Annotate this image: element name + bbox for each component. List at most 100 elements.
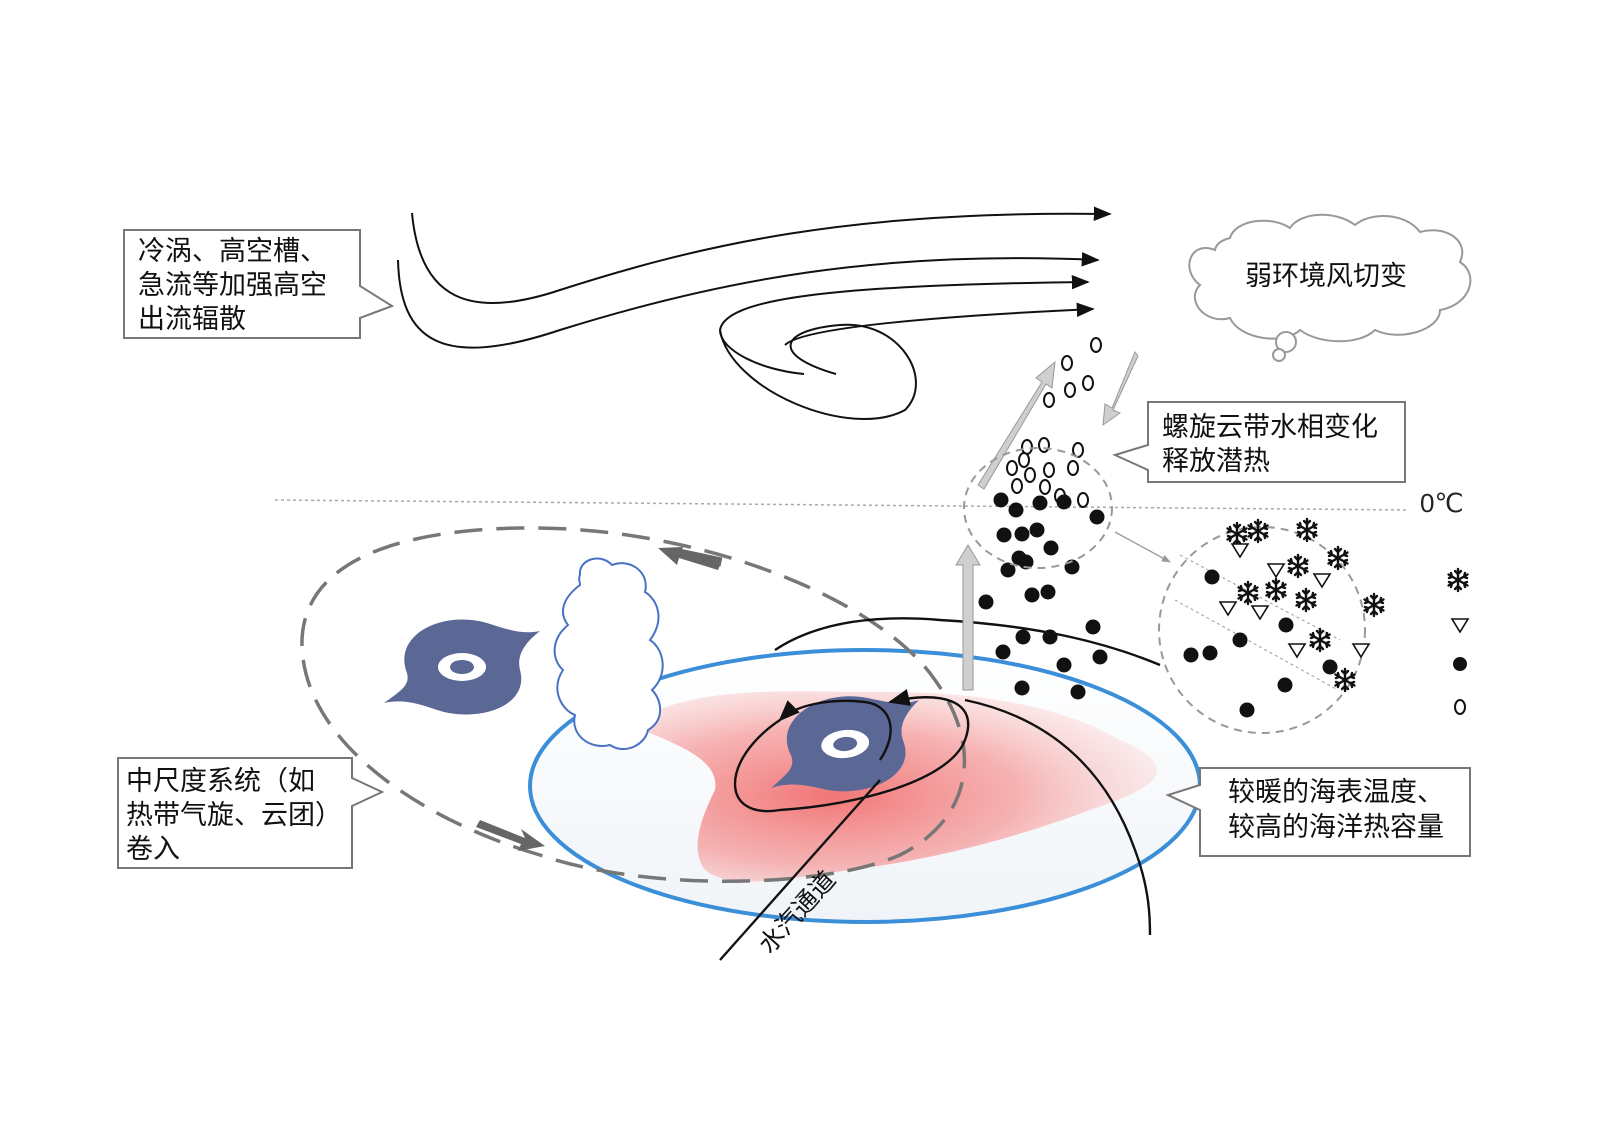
ice-particle-open	[1011, 478, 1023, 494]
updraft-arrow-lower	[955, 544, 981, 691]
rain-drop-filled	[1015, 629, 1031, 645]
zoom-filled-dot	[1322, 659, 1338, 675]
thought-bubble-small	[1275, 331, 1297, 353]
zoom-particles	[1183, 517, 1385, 718]
zoom-filled-dot	[1183, 647, 1199, 663]
spiral-inner	[778, 699, 892, 761]
spiral-rainbands	[733, 617, 1161, 936]
zoom-filled-dot	[1202, 645, 1218, 661]
callout-warm-ocean-line-1: 较暖的海表温度、	[1228, 777, 1444, 808]
rain-drop-filled	[1043, 540, 1059, 556]
outflow-streamline-1	[411, 206, 1112, 304]
rain-drop-filled	[1014, 680, 1030, 696]
spiral-band-trailing	[964, 698, 1152, 936]
zoom-layer-line-1	[1179, 554, 1341, 641]
freezing-level-line	[274, 499, 1409, 511]
ice-particle-open	[1077, 492, 1089, 508]
hydrometeor-legend	[1447, 567, 1469, 715]
callout-warm-ocean: 较暖的海表温度、 较高的海洋热容量	[1165, 767, 1471, 857]
downdraft-arrow	[1102, 350, 1139, 427]
ice-particle-open	[1061, 355, 1073, 371]
rain-drop-filled	[993, 492, 1009, 508]
weak-shear-label: 弱环境风切变	[1245, 261, 1407, 292]
rain-drop-filled	[1040, 584, 1056, 600]
rain-drop-filled	[978, 594, 994, 610]
warm-sst-area	[630, 691, 1158, 882]
callout-upper-outflow-line-1: 冷涡、高空槽、	[138, 236, 327, 267]
phase-change-focus	[963, 447, 1113, 569]
freezing-level-label: 0℃	[1420, 488, 1464, 518]
ice-particle-open	[1043, 392, 1055, 408]
callout-upper-outflow-line-3: 出流辐散	[138, 304, 246, 335]
rain-drop-filled	[1056, 657, 1072, 673]
ice-particle-open	[1039, 479, 1051, 495]
outflow-streamline-4	[719, 323, 917, 420]
ice-particle-open	[1043, 462, 1055, 478]
callout-upper-outflow: 冷涡、高空槽、 急流等加强高空 出流辐散	[123, 229, 395, 339]
updraft-arrow-upper	[977, 360, 1056, 490]
phase-change-region	[963, 447, 1385, 734]
rain-drop-filled	[1029, 522, 1045, 538]
ice-particle-open	[1067, 460, 1079, 476]
ice-particle-open	[1038, 437, 1050, 453]
spiral-band-right	[774, 617, 1161, 667]
callout-mesoscale-line-1: 中尺度系统（如	[126, 766, 315, 797]
outflow-streamline-3	[718, 274, 1090, 375]
cloud-cluster-icon	[553, 557, 664, 750]
inflow-arrow-upper-shaft	[679, 548, 723, 567]
zoom-snowflake-icon	[1296, 517, 1318, 543]
spiral-outer	[733, 689, 970, 813]
callout-upper-outflow-line-2: 急流等加强高空	[138, 270, 327, 301]
rain-drop-filled	[1024, 587, 1040, 603]
outflow-streamline-5	[784, 302, 1095, 346]
ice-particle-open	[1018, 452, 1030, 468]
rain-drop-filled	[1089, 509, 1105, 525]
legend-filled-dot-icon	[1453, 657, 1467, 671]
zoom-layer-line-2	[1174, 599, 1339, 691]
callout-mesoscale: 中尺度系统（如 热带气旋、云团） 卷入	[117, 757, 385, 869]
rain-drop-filled	[1085, 619, 1101, 635]
zoom-filled-dot	[1278, 617, 1294, 633]
ice-particle-open	[1090, 337, 1102, 353]
rain-drop-filled	[1014, 526, 1030, 542]
rain-drop-filled	[1042, 629, 1058, 645]
outflow-streamline-2	[397, 252, 1100, 349]
phase-change-zoom-circle	[1158, 526, 1366, 734]
ice-particle-open	[1024, 467, 1036, 483]
ice-particle-open	[1021, 439, 1033, 455]
ice-particle-open	[1006, 460, 1018, 476]
rain-drop-filled	[995, 644, 1011, 660]
inflow-arrow-lower	[476, 820, 545, 851]
callout-latent-heat-line-2: 释放潜热	[1162, 446, 1270, 477]
zoom-filled-dot	[1232, 632, 1248, 648]
rain-drop-filled	[1070, 684, 1086, 700]
zoom-filled-dot	[1277, 677, 1293, 693]
rain-drop-filled	[1032, 495, 1048, 511]
ice-particle-open	[1082, 375, 1094, 391]
callout-warm-ocean-line-2: 较高的海洋热容量	[1228, 812, 1444, 843]
hydrometeor-column	[978, 337, 1108, 700]
rain-drop-filled	[996, 527, 1012, 543]
convective-arrows	[955, 350, 1139, 691]
callout-latent-heat-line-1: 螺旋云带水相变化	[1162, 412, 1378, 443]
rain-drop-filled	[1000, 562, 1016, 578]
mesoscale-inflow-loop	[300, 526, 967, 883]
mesoscale-cyclone-icon	[384, 619, 540, 715]
zoom-snowflake-icon	[1363, 592, 1385, 618]
rain-drop-filled	[1056, 494, 1072, 510]
zoom-filled-dot	[1204, 569, 1220, 585]
upper-outflow-streamlines	[397, 206, 1112, 420]
callout-mesoscale-line-2: 热带气旋、云团）	[126, 800, 342, 831]
rain-drop-filled	[1018, 554, 1034, 570]
legend-snowflake-icon	[1447, 567, 1469, 593]
rain-drop-filled	[1008, 502, 1024, 518]
ice-particle-open	[1064, 382, 1076, 398]
zoom-filled-dot	[1239, 702, 1255, 718]
legend-open-circle-icon	[1454, 699, 1466, 715]
callout-latent-heat: 螺旋云带水相变化 释放潜热	[1112, 401, 1406, 483]
zoom-connector	[1114, 531, 1171, 563]
callout-mesoscale-line-3: 卷入	[126, 834, 180, 865]
legend-triangle-icon	[1451, 618, 1469, 633]
weak-shear-thought-cloud: 弱环境风切变	[1188, 213, 1472, 362]
